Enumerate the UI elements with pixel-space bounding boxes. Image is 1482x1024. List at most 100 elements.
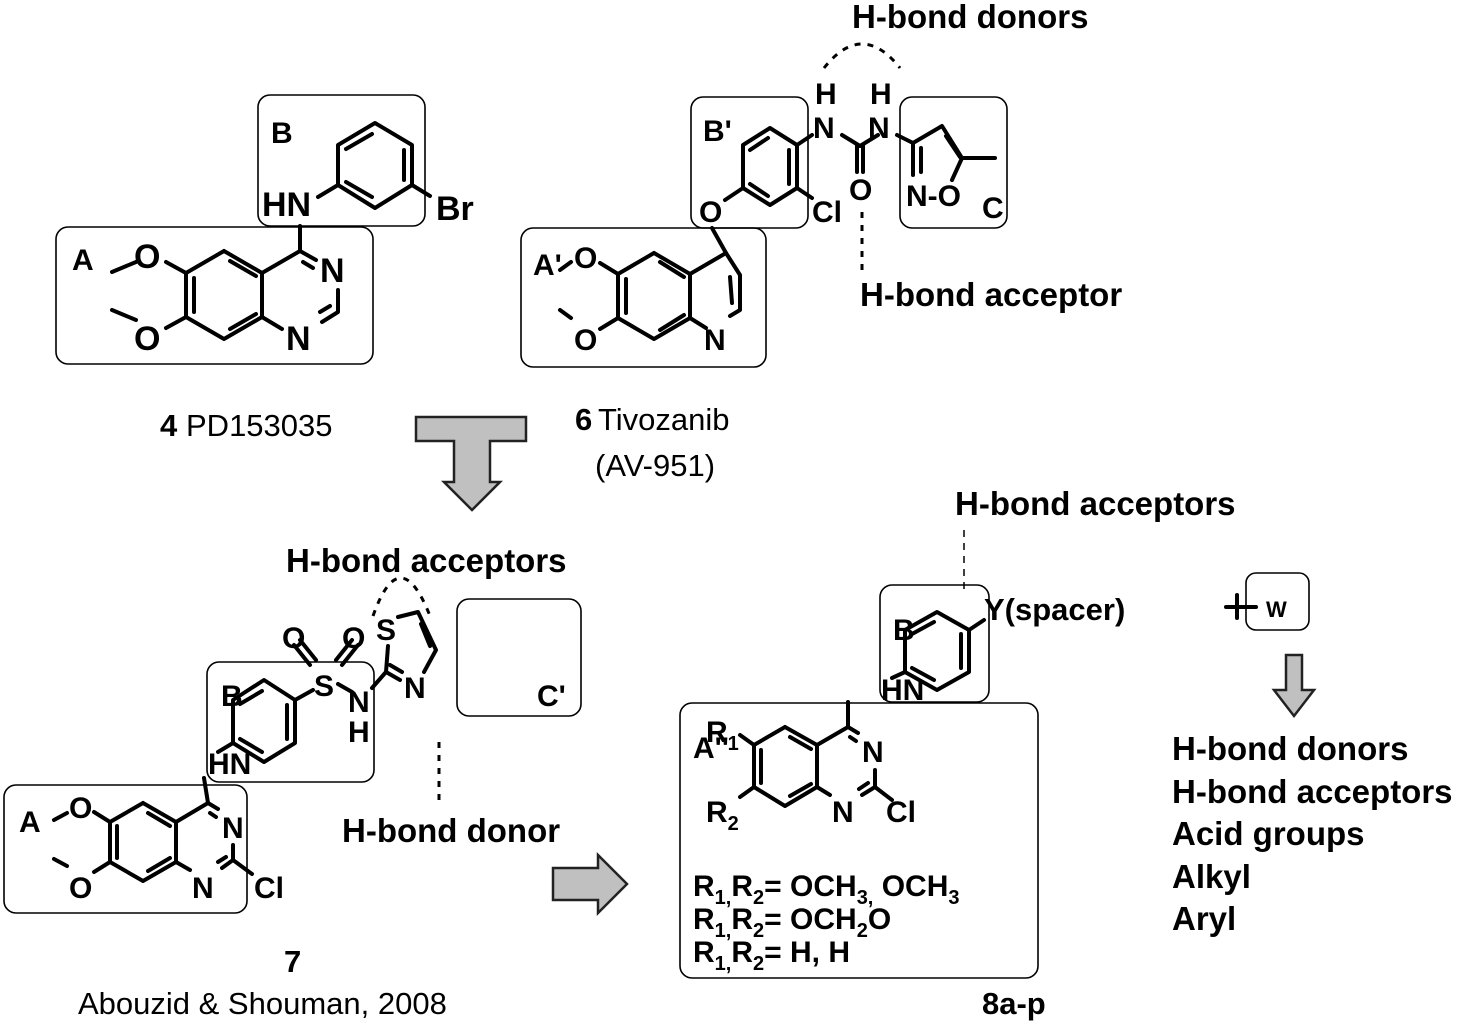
atom-n-o: N-O xyxy=(906,180,961,213)
phenyl-ring xyxy=(216,678,315,764)
compound-7: A B C' O O N N Cl xyxy=(3,542,582,1021)
atom-o: O xyxy=(134,238,160,276)
so-double-bond xyxy=(298,638,318,662)
region-label-a: A xyxy=(19,806,41,839)
region-box-b xyxy=(206,661,375,783)
isoxazole-ring xyxy=(911,124,997,182)
atom-o: O xyxy=(574,242,597,275)
region-box-c-prime xyxy=(456,598,582,717)
region-box-a-double-prime xyxy=(679,702,1039,979)
region-label-a: A xyxy=(72,244,94,277)
w-label: W xyxy=(1266,597,1287,622)
atom-o: O xyxy=(69,792,92,825)
region-box-b xyxy=(879,584,990,703)
quinazoline-ring xyxy=(738,700,894,808)
substituent-row: R1,R2= OCH3, OCH3 xyxy=(693,870,960,909)
so-double-bond xyxy=(334,638,354,662)
chlorophenyl-ring xyxy=(723,126,814,207)
citation: Abouzid & Shouman, 2008 xyxy=(78,986,447,1021)
atom-h: H xyxy=(870,78,892,111)
quinazoline-ring xyxy=(110,224,340,341)
atom-h: H xyxy=(348,716,370,749)
region-label-a-prime: A' xyxy=(533,249,562,282)
region-box-a-prime xyxy=(520,227,767,368)
atom-n: N xyxy=(348,686,370,719)
atom-o: O xyxy=(69,872,92,905)
atom-hn: HN xyxy=(208,748,251,781)
atom-n: N xyxy=(704,324,726,357)
sn-bond xyxy=(336,682,354,694)
down-arrow-icon xyxy=(414,415,528,512)
region-box-b-prime xyxy=(690,96,809,229)
annotation-h-bond-acceptor: H-bond acceptor xyxy=(860,276,1122,313)
atom-o: O xyxy=(134,320,160,358)
atom-hn: HN xyxy=(881,674,924,707)
atom-r2: R2 xyxy=(706,796,739,835)
atom-s: S xyxy=(314,670,334,703)
atom-n: N xyxy=(192,872,214,905)
w-option: Acid groups xyxy=(1172,815,1365,852)
w-option: Alkyl xyxy=(1172,858,1251,895)
atom-cl: Cl xyxy=(812,196,842,229)
h-bond-acceptors-arc xyxy=(371,576,432,617)
compound-4: A B O O N N xyxy=(55,94,474,443)
quinazoline-ring xyxy=(52,776,254,883)
atom-r1: R1 xyxy=(706,716,739,755)
region-label-b: B xyxy=(221,680,243,713)
atom-o: O xyxy=(849,174,872,207)
quinoline-ring xyxy=(558,226,742,341)
region-label-c-prime: C' xyxy=(537,680,566,713)
compound-name: Tivozanib xyxy=(598,402,730,437)
compound-alias: (AV-951) xyxy=(595,448,715,483)
region-label-b-prime: B' xyxy=(703,115,732,148)
so-double-bond xyxy=(292,643,312,667)
region-box-a xyxy=(55,226,374,365)
atom-s: S xyxy=(376,614,396,647)
atom-n: N xyxy=(832,796,854,829)
h-bond-donor-arc xyxy=(822,42,902,69)
compound-name: PD153035 xyxy=(186,408,333,443)
compound-number: 7 xyxy=(284,944,301,979)
atom-o: O xyxy=(282,622,305,655)
atom-h: H xyxy=(815,78,837,111)
w-options-list: H-bond donors H-bond acceptors Acid grou… xyxy=(1172,730,1453,937)
atom-o: O xyxy=(699,196,722,229)
atom-hn: HN xyxy=(262,186,311,224)
region-box-b xyxy=(257,94,426,227)
region-label-b: B xyxy=(271,117,293,150)
annotation-h-bond-acceptors: H-bond acceptors xyxy=(286,542,567,579)
annotation-h-bond-donors: H-bond donors xyxy=(852,0,1088,35)
atom-n: N xyxy=(404,672,426,705)
urea-bonds xyxy=(840,133,915,174)
compound-number: 6 xyxy=(575,402,592,437)
thiazole-ring xyxy=(370,610,438,690)
phenyl-ring xyxy=(890,610,986,692)
region-box-a xyxy=(3,784,248,914)
compound-number: 4 xyxy=(160,408,178,443)
compound-8a-p: A'' B R1 R2 N N Cl xyxy=(679,485,1453,1021)
bromophenyl-ring xyxy=(316,121,432,210)
atom-n: N xyxy=(286,320,311,358)
down-arrow-icon xyxy=(1271,653,1317,719)
compound-6: A' B' C O O N O Cl xyxy=(520,0,1122,483)
atom-o: O xyxy=(574,324,597,357)
atom-n: N xyxy=(222,812,244,845)
w-box xyxy=(1245,572,1310,631)
atom-cl: Cl xyxy=(886,796,916,829)
w-option: H-bond acceptors xyxy=(1172,773,1453,810)
w-option: Aryl xyxy=(1172,900,1236,937)
region-label-a-double-prime: A'' xyxy=(693,732,729,765)
annotation-h-bond-acceptors: H-bond acceptors xyxy=(955,485,1236,522)
spacer-label: Y(spacer) xyxy=(984,592,1125,627)
compound-number: 8a-p xyxy=(982,986,1046,1021)
annotation-h-bond-donor: H-bond donor xyxy=(342,812,560,849)
atom-o: O xyxy=(342,622,365,655)
right-arrow-icon xyxy=(551,851,629,917)
atom-cl: Cl xyxy=(254,872,284,905)
atom-n: N xyxy=(862,736,884,769)
atom-n: N xyxy=(320,252,345,290)
w-option: H-bond donors xyxy=(1172,730,1408,767)
region-label-c: C xyxy=(982,192,1004,225)
so-double-bond xyxy=(340,643,360,667)
